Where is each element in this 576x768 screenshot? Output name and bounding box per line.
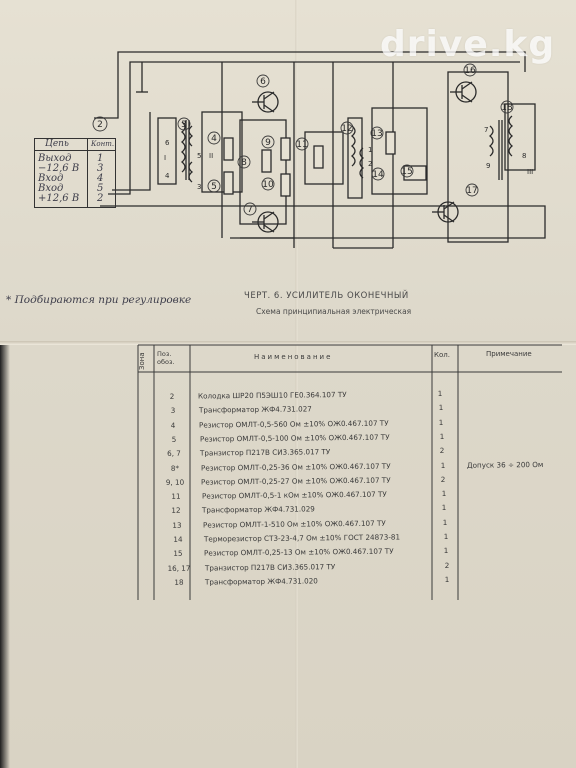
ref-15: 15 [401, 167, 412, 177]
cell-qty: 2 [440, 474, 446, 484]
connector-row-pin: 1 [97, 153, 104, 164]
cell-pos: 16, 17 [167, 563, 191, 573]
cell-qty: 1 [443, 546, 449, 556]
cell-pos: 8* [170, 463, 179, 473]
cell-pos: 15 [173, 549, 183, 559]
cell-name: Трансформатор ЖФ4.731.027 [198, 404, 312, 415]
connector-row-name: Вход [38, 173, 64, 184]
ref-4: 4 [211, 134, 217, 144]
ref-17: 17 [466, 186, 477, 196]
cell-name: Резистор ОМЛТ-0,5-100 Ом ±10% ОЖ0.467.10… [199, 432, 390, 444]
connector-row-pin: 4 [97, 173, 104, 184]
winding-I: I [164, 154, 166, 162]
connector-row-name: Вход [38, 183, 64, 194]
cell-pos: 5 [171, 434, 176, 444]
winding-9: 9 [486, 162, 490, 170]
ref-9: 9 [265, 138, 271, 148]
cell-qty: 1 [442, 503, 447, 513]
connector-row-pin: 5 [97, 183, 104, 194]
ref-14: 14 [372, 170, 384, 180]
cell-pos: 14 [172, 534, 183, 544]
connector-table: Цепь Конт. Выход 1 −12,6 В 3 Вход 4 Вход… [34, 138, 116, 208]
cell-pos: 18 [174, 577, 184, 587]
cell-qty: 1 [441, 489, 447, 499]
cell-qty: 2 [444, 560, 449, 570]
winding-1: 1 [368, 146, 372, 154]
header-pos: Поз. обоз. [157, 350, 175, 366]
watermark: drive.kg [380, 24, 556, 65]
schematic-diagram: 2 3 6 7 4 5 8 9 10 11 12 13 14 15 16 17 … [92, 51, 546, 249]
cell-name: Транзистор П217В СИ3.365.017 ТУ [204, 561, 335, 573]
connector-header-contact: Конт. [91, 140, 115, 148]
ref-2: 2 [97, 120, 103, 130]
cell-name: Резистор ОМЛТ-1-510 Ом ±10% ОЖ0.467.107 … [202, 518, 386, 530]
connector-header-circuit: Цепь [45, 139, 69, 149]
cell-qty: 1 [443, 531, 448, 542]
header-zone: Зона [138, 352, 146, 370]
cell-qty: 1 [438, 403, 443, 413]
winding-II: II [209, 152, 213, 160]
winding-5: 5 [197, 152, 201, 160]
winding-4: 4 [165, 172, 170, 180]
cell-qty: 1 [437, 388, 443, 399]
cell-pos: 11 [171, 491, 181, 501]
cell-pos: 2 [169, 391, 175, 401]
cell-pos: 3 [170, 406, 175, 416]
cell-qty: 1 [438, 417, 444, 427]
connector-row-pin: 3 [97, 163, 104, 174]
cell-pos: 12 [171, 506, 181, 516]
cell-qty: 1 [440, 460, 446, 470]
connector-row-pin: 2 [97, 193, 104, 204]
ref-5: 5 [211, 182, 217, 192]
cell-qty: 1 [444, 574, 450, 584]
ref-10: 10 [262, 180, 274, 190]
winding-8: 8 [522, 152, 526, 160]
ref-12: 12 [341, 124, 352, 134]
photo-shadow [0, 345, 10, 768]
header-qty: Кол. [434, 351, 450, 359]
cell-pos: 6, 7 [167, 448, 182, 459]
cell-name: Резистор ОМЛТ-0,25-36 Ом ±10% ОЖ0.467.10… [200, 461, 391, 473]
paper-fold-vertical [295, 0, 298, 768]
ref-11: 11 [296, 140, 307, 150]
cell-note: Допуск 36 ÷ 200 Ом [466, 459, 544, 470]
paper-fold-horizontal [0, 341, 576, 345]
winding-III: III [527, 168, 533, 176]
cell-name: Резистор ОМЛТ-0,25-27 Ом ±10% ОЖ0.467.10… [201, 475, 391, 487]
cell-name: Трансформатор ЖФ4.731.020 [205, 576, 319, 587]
cell-name: Транзистор П217В СИ3.365.017 ТУ [200, 447, 331, 458]
cell-name: Трансформатор ЖФ4.731.029 [202, 504, 316, 515]
caption-subtitle: Схема принципиальная электрическая [256, 307, 412, 316]
cell-name: Колодка ШР20 П5ЭШ10 ГЕ0.364.107 ТУ [197, 389, 347, 401]
header-name: Наименование [254, 353, 333, 361]
winding-7: 7 [484, 126, 488, 134]
ref-7: 7 [247, 205, 253, 215]
cell-pos: 13 [172, 520, 182, 530]
winding-2: 2 [368, 160, 372, 168]
caption-title: ЧЕРТ. 6. УСИЛИТЕЛЬ ОКОНЕЧНЫЙ [244, 291, 409, 301]
cell-name: Резистор ОМЛТ-0,5-560 Ом ±10% ОЖ0.467.10… [199, 418, 389, 430]
connector-row-name: +12,6 В [38, 193, 80, 204]
connector-row-name: Выход [38, 153, 72, 164]
ref-13: 13 [371, 129, 382, 139]
footnote: * Подбираются при регулировке [6, 294, 192, 306]
ref-6: 6 [260, 77, 266, 87]
ref-18: 18 [501, 103, 513, 113]
ref-16: 16 [464, 66, 476, 76]
connector-row-name: −12,6 В [38, 163, 80, 174]
cell-pos: 9, 10 [166, 477, 185, 487]
cell-qty: 1 [439, 431, 444, 441]
winding-3: 3 [197, 183, 201, 191]
cell-qty: 1 [442, 517, 448, 527]
cell-qty: 2 [439, 446, 445, 456]
ref-3: 3 [181, 120, 187, 130]
header-note: Примечание [486, 350, 532, 358]
winding-6: 6 [165, 139, 170, 147]
cell-pos: 4 [170, 420, 176, 430]
ref-8: 8 [241, 158, 247, 168]
